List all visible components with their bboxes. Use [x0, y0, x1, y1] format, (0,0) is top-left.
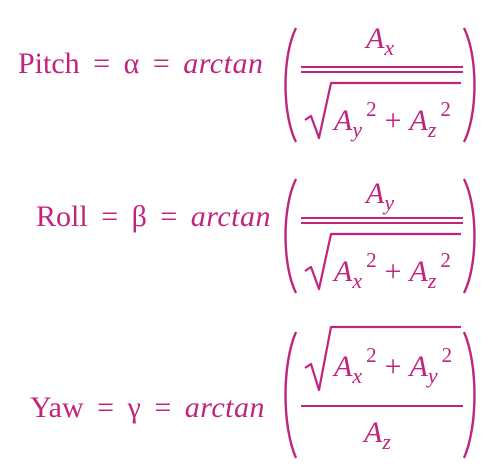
left-paren: [278, 330, 300, 460]
beta-symbol: β: [131, 200, 147, 233]
gamma-symbol: γ: [127, 391, 141, 424]
plus-sign: +: [384, 350, 402, 383]
superscript: 2: [366, 343, 377, 367]
subscript: x: [384, 35, 395, 60]
right-paren: [460, 177, 482, 295]
fraction-bar: [301, 217, 463, 219]
subscript: x: [352, 363, 363, 388]
pitch-lhs: Pitch = α = arctan: [18, 46, 263, 82]
accel-var: A: [334, 104, 353, 137]
fraction-bar: [301, 222, 463, 224]
left-paren: [278, 26, 300, 144]
superscript: 2: [366, 97, 377, 121]
roll-numerator: Ay: [366, 177, 394, 220]
yaw-lhs: Yaw = γ = arctan: [30, 390, 265, 426]
plus-sign: +: [384, 255, 402, 288]
roll-equation: Roll = β = arctan Ay Ax2+Az2: [0, 163, 498, 315]
subscript: y: [384, 190, 395, 215]
pitch-equation: Pitch = α = arctan Ax Ay2+Az2: [0, 0, 498, 155]
equals-sign: =: [93, 47, 111, 80]
sqrt-sign: [303, 324, 463, 394]
equals-sign: =: [101, 200, 119, 233]
sqrt-sign: [303, 80, 463, 142]
superscript: 2: [366, 248, 377, 272]
fraction-bar: [301, 66, 463, 68]
roll-denominator: Ax2+Az2: [334, 243, 451, 298]
equals-sign: =: [160, 200, 178, 233]
yaw-denominator: Az: [364, 416, 391, 459]
superscript: 2: [440, 97, 451, 121]
accel-var: A: [409, 350, 428, 383]
accel-var: A: [366, 22, 385, 55]
equals-sign: =: [152, 47, 170, 80]
subscript: x: [352, 268, 363, 293]
alpha-symbol: α: [123, 47, 140, 80]
accel-var: A: [334, 255, 353, 288]
right-paren: [460, 26, 482, 144]
accel-var: A: [409, 104, 428, 137]
accel-var: A: [364, 416, 383, 449]
arctan-function: arctan: [190, 200, 272, 233]
roll-lhs: Roll = β = arctan: [36, 199, 271, 235]
sqrt-sign: [303, 231, 463, 293]
superscript: 2: [441, 343, 453, 367]
arctan-function: arctan: [183, 47, 264, 80]
yaw-equation: Yaw = γ = arctan Ax2+Ay2 Az: [0, 318, 498, 473]
right-paren: [460, 330, 482, 460]
equals-sign: =: [97, 391, 115, 424]
pitch-denominator: Ay2+Az2: [334, 92, 451, 147]
left-paren: [278, 177, 300, 295]
pitch-label: Pitch: [18, 47, 80, 80]
yaw-numerator: Ax2+Ay2: [334, 338, 452, 393]
superscript: 2: [440, 248, 451, 272]
subscript: y: [427, 363, 438, 388]
subscript: y: [352, 117, 363, 142]
plus-sign: +: [384, 104, 402, 137]
arctan-function: arctan: [184, 391, 265, 424]
accel-var: A: [409, 255, 428, 288]
subscript: z: [382, 429, 391, 454]
roll-label: Roll: [36, 200, 88, 233]
fraction-bar: [301, 405, 463, 407]
equals-sign: =: [154, 391, 172, 424]
accel-var: A: [366, 177, 385, 210]
yaw-label: Yaw: [30, 391, 84, 424]
subscript: z: [427, 268, 437, 293]
subscript: z: [427, 117, 437, 142]
pitch-numerator: Ax: [366, 22, 394, 65]
accel-var: A: [334, 350, 353, 383]
fraction-bar: [301, 71, 463, 73]
